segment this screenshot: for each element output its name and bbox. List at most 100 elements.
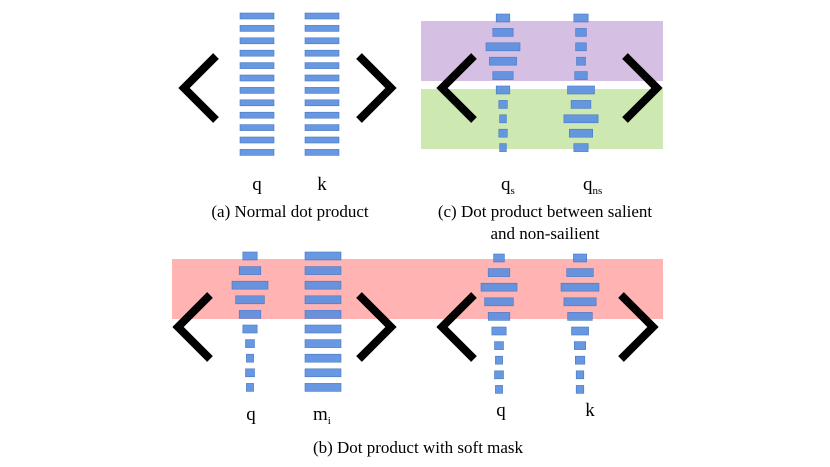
vector-element-bar	[304, 251, 342, 261]
vector-element-bar	[567, 85, 595, 95]
vector-qs-bars	[485, 13, 521, 152]
right-angle-bracket	[618, 292, 659, 362]
vector-label-q: q	[496, 400, 506, 421]
vector-element-bar	[495, 13, 511, 23]
caption-c-line1: (c) Dot product between salient	[438, 202, 653, 221]
non-salient-region-band	[421, 89, 663, 149]
vector-element-bar	[575, 370, 585, 380]
vector-element-bar	[574, 355, 586, 365]
vector-k-bars	[304, 12, 340, 156]
vector-element-bar	[304, 111, 340, 119]
caption-c-line2: and non-sailient	[490, 224, 599, 243]
vector-element-bar	[239, 111, 275, 119]
vector-qns-bars	[563, 13, 599, 152]
vector-element-bar	[480, 282, 518, 292]
vector-element-bar	[304, 136, 340, 144]
vector-element-bar	[576, 56, 586, 66]
vector-element-bar	[239, 25, 275, 32]
vector-element-bar	[563, 114, 599, 124]
vector-element-bar	[498, 100, 508, 109]
vector-element-bar	[494, 341, 504, 350]
vector-element-bar	[484, 297, 514, 307]
vector-element-bar	[304, 74, 340, 82]
vector-element-bar	[492, 28, 514, 37]
vector-element-bar	[575, 42, 587, 52]
vector-element-bar	[573, 143, 589, 152]
right-angle-bracket	[356, 53, 397, 123]
vector-element-bar	[574, 71, 588, 80]
vector-element-bar	[568, 128, 593, 138]
vector-label-qns: qns	[583, 174, 602, 197]
vector-element-bar	[563, 297, 597, 307]
vector-element-bar	[575, 28, 587, 37]
vector-element-bar	[304, 266, 342, 275]
vector-element-bar	[560, 282, 600, 292]
right-angle-bracket	[622, 53, 663, 123]
vector-element-bar	[491, 326, 507, 336]
vector-element-bar	[304, 353, 342, 363]
vector-label-mi: mi	[313, 404, 331, 427]
vector-element-bar	[493, 253, 505, 263]
vector-label-k: k	[317, 174, 327, 195]
vector-element-bar	[573, 253, 588, 263]
vector-element-bar	[239, 124, 275, 131]
vector-element-bar	[242, 251, 258, 261]
vector-label-qs: qs	[501, 174, 515, 197]
vector-element-bar	[304, 149, 340, 156]
vector-element-bar	[245, 339, 255, 348]
vector-element-bar	[495, 85, 511, 95]
right-angle-bracket	[356, 292, 397, 362]
vector-element-bar	[487, 268, 511, 277]
vector-element-bar	[239, 87, 275, 94]
vector-element-bar	[235, 295, 265, 305]
vector-element-bar	[499, 114, 507, 124]
vector-q-bars	[239, 12, 275, 156]
vector-element-bar	[485, 42, 521, 52]
caption-b: (b) Dot product with soft mask	[313, 438, 524, 457]
vector-element-bar	[304, 25, 340, 32]
vector-element-bar	[304, 99, 340, 107]
vector-element-bar	[239, 149, 275, 156]
vector-element-bar	[566, 268, 594, 277]
vector-k-bars	[560, 253, 600, 394]
vector-element-bar	[304, 124, 340, 131]
vector-element-bar	[304, 37, 340, 45]
vector-element-bar	[573, 13, 589, 23]
vector-element-bar	[239, 12, 275, 20]
vector-element-bar	[489, 56, 517, 66]
vector-element-bar	[304, 280, 342, 290]
vector-element-bar	[304, 12, 340, 20]
vector-q-bars	[480, 253, 518, 394]
vector-element-bar	[304, 49, 340, 57]
vector-element-bar	[573, 341, 586, 350]
vector-element-bar	[238, 310, 262, 319]
vector-element-bar	[239, 62, 275, 69]
vector-element-bar	[246, 383, 254, 392]
left-angle-bracket	[178, 53, 219, 123]
vector-mi-bars	[304, 251, 342, 392]
vector-element-bar	[487, 312, 511, 321]
vector-label-k: k	[585, 400, 595, 421]
vector-element-bar	[304, 339, 342, 348]
vector-element-bar	[239, 99, 275, 107]
vector-element-bar	[245, 368, 255, 378]
vector-element-bar	[242, 324, 258, 334]
vector-element-bar	[495, 385, 503, 394]
left-angle-bracket	[436, 292, 477, 362]
vector-element-bar	[499, 143, 507, 152]
vector-label-q: q	[252, 174, 262, 195]
vector-element-bar	[246, 353, 254, 363]
vector-element-bar	[239, 136, 275, 144]
vector-label-q: q	[246, 404, 256, 425]
left-angle-bracket	[172, 292, 213, 362]
vector-element-bar	[575, 385, 585, 394]
vector-element-bar	[494, 370, 504, 380]
vector-element-bar	[495, 355, 503, 365]
vector-element-bar	[239, 74, 275, 82]
vector-element-bar	[571, 326, 589, 336]
vector-element-bar	[492, 71, 514, 80]
vector-element-bar	[239, 49, 275, 57]
vector-element-bar	[304, 368, 342, 378]
vector-element-bar	[304, 310, 342, 319]
